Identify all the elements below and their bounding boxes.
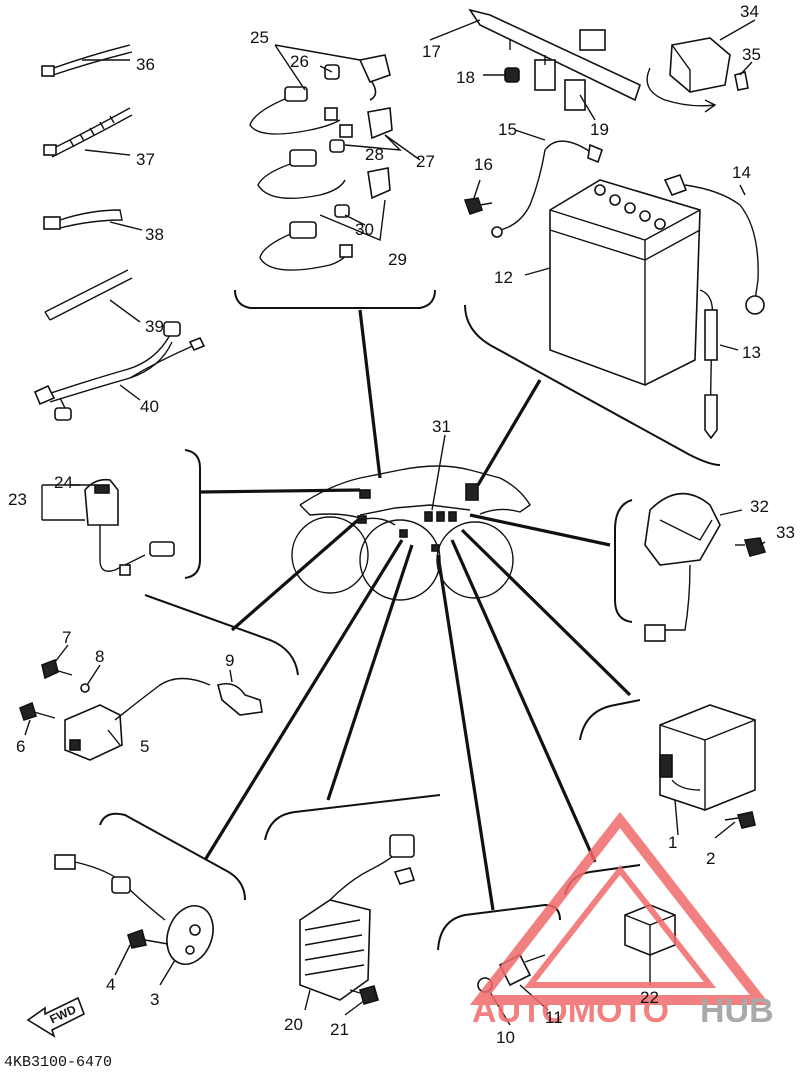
switch-23-24: [84, 478, 175, 576]
callout-33: 33: [776, 523, 795, 542]
callout-14: 14: [732, 163, 751, 182]
callout-31: 31: [432, 417, 451, 436]
breather-tube-13: [699, 289, 718, 440]
callout-32: 32: [750, 497, 769, 516]
callout-27: 27: [416, 152, 435, 171]
callout-11: 11: [545, 1008, 563, 1027]
vehicle-frame-outline: [291, 465, 531, 601]
callout-28: 28: [365, 145, 384, 164]
callout-21: 21: [330, 1020, 349, 1039]
callout-3: 3: [150, 990, 159, 1009]
callout-40: 40: [140, 397, 159, 416]
cable-14: [663, 174, 765, 315]
bolt-16: [463, 197, 493, 216]
callout-25: 25: [250, 28, 269, 47]
callout-34: 34: [740, 2, 759, 21]
sensor-32: [644, 492, 767, 642]
cdi-unit-1: [659, 704, 756, 829]
cable-15: [491, 140, 603, 238]
callout-26: 26: [290, 52, 309, 71]
battery-12: [549, 179, 701, 386]
callout-6: 6: [16, 737, 25, 756]
watermark-hub-text: HUB: [700, 992, 774, 1030]
callout-24: 24: [54, 473, 73, 492]
callout-36: 36: [136, 55, 155, 74]
callout-2: 2: [706, 849, 715, 868]
ignition-coil-5: [19, 658, 263, 761]
band-39: [44, 269, 133, 321]
callout-22: 22: [640, 988, 659, 1007]
callout-numbers: 1 2 3 4 5 6 7 8 9 10 11 12 13 14 15 16 1…: [8, 2, 795, 1047]
callout-37: 37: [136, 150, 155, 169]
callout-30: 30: [355, 220, 374, 239]
leader-lines: [199, 309, 632, 911]
callout-7: 7: [62, 628, 71, 647]
callout-10: 10: [496, 1028, 515, 1047]
bracket-17: [468, 8, 641, 111]
callout-19: 19: [590, 120, 609, 139]
callout-15: 15: [498, 120, 517, 139]
callout-38: 38: [145, 225, 164, 244]
fwd-arrow-icon: FWD: [26, 996, 86, 1038]
callout-23: 23: [8, 490, 27, 509]
callout-29: 29: [388, 250, 407, 269]
callout-9: 9: [225, 651, 234, 670]
callout-12: 12: [494, 268, 513, 287]
watermark-logo: AUTOMOTO HUB: [469, 811, 774, 1030]
callout-35: 35: [742, 45, 761, 64]
callout-8: 8: [95, 647, 104, 666]
callout-39: 39: [145, 317, 164, 336]
callout-4: 4: [106, 975, 115, 994]
band-37: [43, 107, 133, 158]
callout-5: 5: [140, 737, 149, 756]
wire-harness-40: [33, 321, 206, 421]
callout-20: 20: [284, 1015, 303, 1034]
switch-group-25-30: [249, 54, 393, 271]
regulator-20: [299, 834, 416, 1005]
clamp-38: [43, 209, 123, 230]
callout-1: 1: [668, 833, 677, 852]
pickup-coil-3: [54, 854, 214, 965]
callout-13: 13: [742, 343, 761, 362]
callout-17: 17: [422, 42, 441, 61]
callout-16: 16: [474, 155, 493, 174]
callout-18: 18: [456, 68, 475, 87]
relay-34: [646, 37, 749, 113]
bolt-18: [504, 67, 520, 83]
watermark-auto-text: AUTOMOTO: [472, 992, 669, 1030]
diagram-code: 4KB3100-6470: [4, 1054, 112, 1071]
band-36: [41, 44, 133, 77]
